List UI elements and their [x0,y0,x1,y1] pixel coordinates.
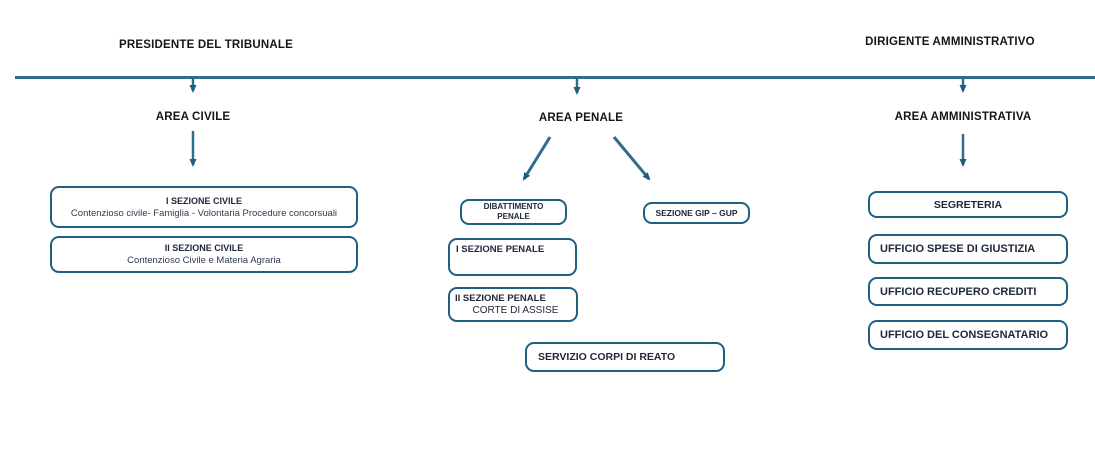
title-dirigente-amministrativo: DIRIGENTE AMMINISTRATIVO [865,36,1035,48]
box-ii-sezione-penale: II SEZIONE PENALE CORTE DI ASSISE [448,287,578,322]
box-ufficio-recupero-crediti: UFFICIO RECUPERO CREDITI [868,277,1068,306]
box-servizio-corpi-di-reato: SERVIZIO CORPI DI REATO [525,342,725,372]
box-title-line2: PENALE [497,212,530,221]
heading-area-penale: AREA PENALE [538,112,624,124]
heading-area-civile: AREA CIVILE [155,111,231,123]
box-dibattimento-penale: DIBATTIMENTO PENALE [460,199,567,225]
box-title-line1: DIBATTIMENTO [483,202,544,211]
box-subtitle: Contenzioso civile- Famiglia - Volontari… [70,207,338,219]
box-ufficio-spese-di-giustizia: UFFICIO SPESE DI GIUSTIZIA [868,234,1068,264]
box-segreteria: SEGRETERIA [868,191,1068,218]
box-title: I SEZIONE PENALE [456,244,545,255]
arrow-penale-to-gip [612,136,651,181]
heading-area-amministrativa: AREA AMMINISTRATIVA [894,111,1032,123]
box-ufficio-del-consegnatario: UFFICIO DEL CONSEGNATARIO [868,320,1068,350]
box-title: UFFICIO SPESE DI GIUSTIZIA [880,243,1036,255]
box-i-sezione-civile: I SEZIONE CIVILE Contenzioso civile- Fam… [50,186,358,228]
box-ii-sezione-civile: II SEZIONE CIVILE Contenzioso Civile e M… [50,236,358,273]
arrow-penale-to-dibattimento [522,136,552,181]
title-presidente-del-tribunale: PRESIDENTE DEL TRIBUNALE [119,39,293,51]
box-title: UFFICIO DEL CONSEGNATARIO [880,329,1049,341]
box-title: SEZIONE GIP – GUP [655,208,738,218]
box-title: I SEZIONE CIVILE [165,195,242,206]
box-i-sezione-penale: I SEZIONE PENALE [448,238,577,276]
box-title: UFFICIO RECUPERO CREDITI [880,285,1037,298]
box-subtitle: CORTE DI ASSISE [472,305,559,316]
box-sezione-gip-gup: SEZIONE GIP – GUP [643,202,750,224]
box-title: SEGRETERIA [933,198,1003,211]
box-title: II SEZIONE CIVILE [164,243,244,253]
box-title: SERVIZIO CORPI DI REATO [538,351,676,363]
box-subtitle: Contenzioso Civile e Materia Agraria [127,255,281,266]
box-title: II SEZIONE PENALE [455,293,546,304]
